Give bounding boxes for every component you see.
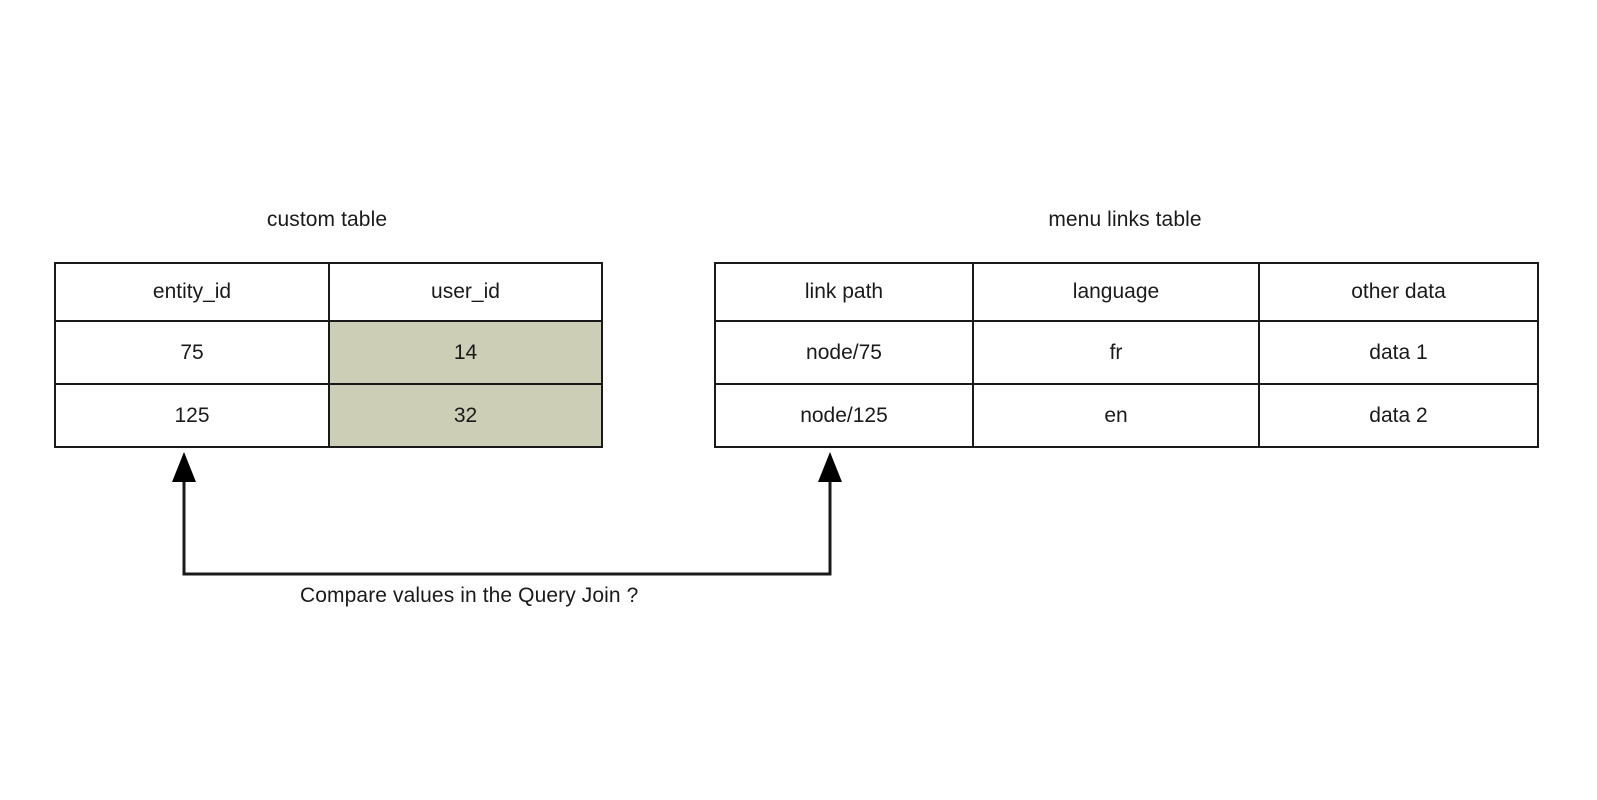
cell-user-id-row1: 14 [328,320,603,385]
cell-entity-id-row2: 125 [54,383,330,448]
arrowhead-right-icon [818,452,842,482]
column-header-language: language [972,262,1260,322]
column-header-link-path: link path [714,262,974,322]
arrowhead-left-icon [172,452,196,482]
menu-links-table: link path language other data node/75 fr… [714,262,1539,448]
cell-entity-id-row1: 75 [54,320,330,385]
column-header-user-id: user_id [328,262,603,322]
custom-table-title: custom table [266,208,388,231]
table-row: node/75 fr data 1 [714,320,1539,385]
cell-language-row2: en [972,383,1260,448]
column-header-other-data: other data [1258,262,1539,322]
table-row: 75 14 [54,320,603,385]
cell-link-path-row1: node/75 [714,320,974,385]
table-header-row: link path language other data [714,262,1539,322]
cell-link-path-row2: node/125 [714,383,974,448]
menu-links-table-title: menu links table [1048,208,1202,231]
cell-other-data-row1: data 1 [1258,320,1539,385]
cell-language-row1: fr [972,320,1260,385]
table-row: node/125 en data 2 [714,383,1539,448]
custom-table: entity_id user_id 75 14 125 32 [54,262,603,448]
table-row: 125 32 [54,383,603,448]
cell-user-id-row2: 32 [328,383,603,448]
cell-other-data-row2: data 2 [1258,383,1539,448]
connector-path [182,470,832,576]
table-header-row: entity_id user_id [54,262,603,322]
column-header-entity-id: entity_id [54,262,330,322]
join-connector-arrow [172,452,842,576]
join-caption-label: Compare values in the Query Join ? [300,584,639,607]
